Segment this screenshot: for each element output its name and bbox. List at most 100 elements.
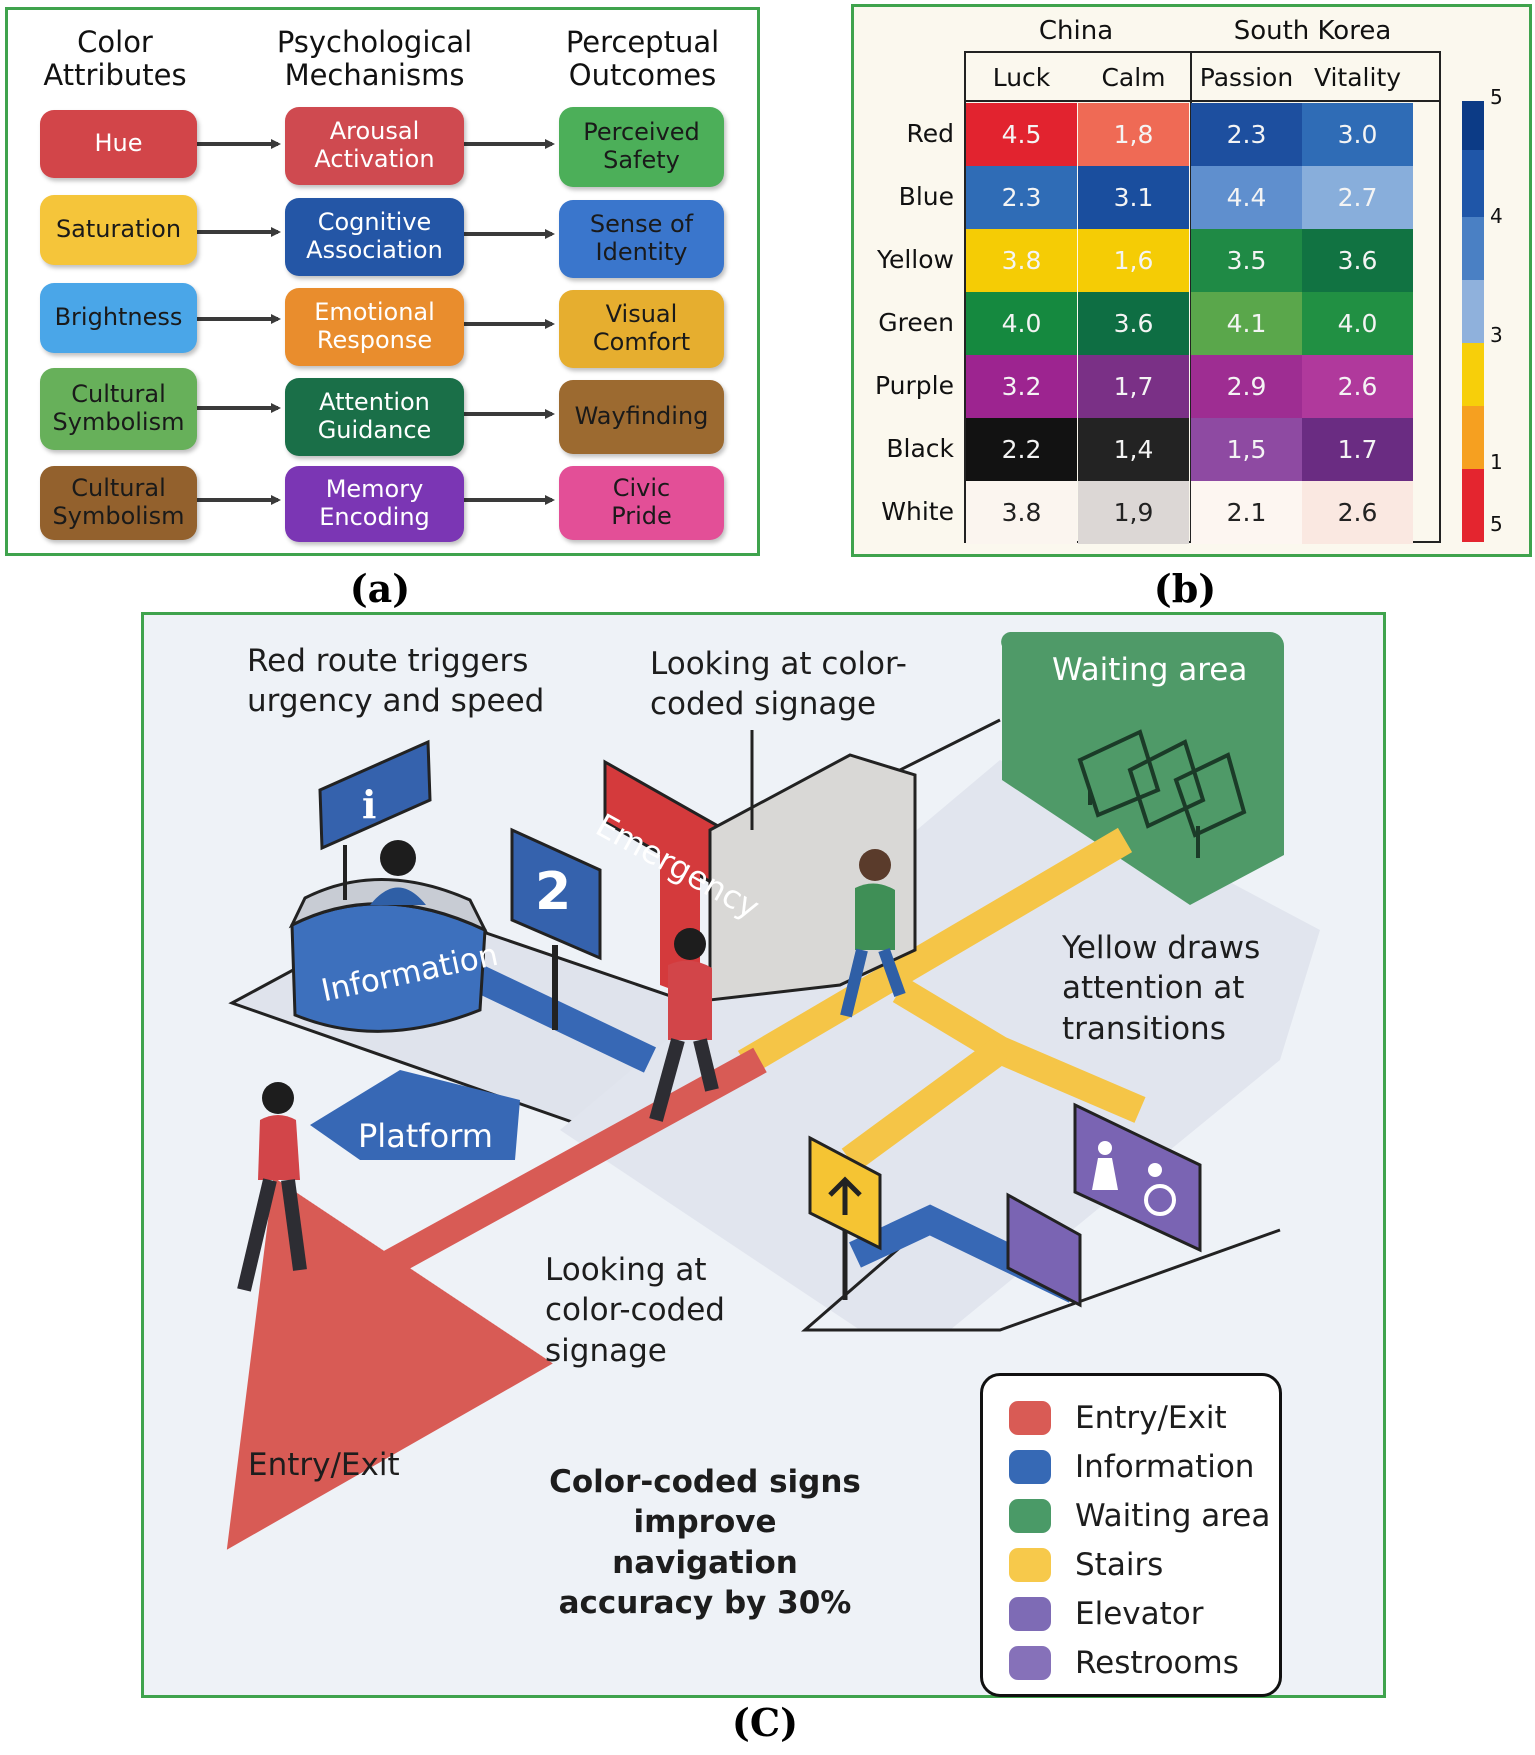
heatmap-cell: 2.6 [1302,355,1413,418]
heatmap-cell: 4.1 [1191,292,1302,355]
attribute-saturation: Saturation [40,195,197,265]
heatmap-cell: 3.5 [1191,229,1302,292]
heatmap-cell: 3.0 [1302,103,1413,166]
platform-sign-board [510,827,602,961]
outcome-perceived-safety: Perceived Safety [559,107,724,187]
group-label-china: China [1038,16,1114,46]
heatmap-cell: 1,5 [1191,418,1302,481]
attribute-cultural-symbolism-2: Cultural Symbolism [40,466,197,540]
attribute-hue: Hue [40,110,197,178]
colorbar-segment [1462,101,1484,150]
colorbar-segment [1462,217,1484,280]
heatmap-cell: 2.9 [1191,355,1302,418]
colorbar-segment [1462,150,1484,217]
header-psychological-mechanisms: Psychological Mechanisms [276,25,473,93]
header-perceptual-outcomes: Perceptual Outcomes [565,25,720,93]
floor-main [560,760,1320,1330]
annotation-red-route: Red route triggers urgency and speed [247,643,545,720]
caption-c: (C) [731,1700,799,1745]
row-label-yellow: Yellow [877,245,954,274]
legend-swatch [1009,1450,1051,1484]
colorbar-segment [1462,280,1484,343]
heatmap-cell: 1,9 [1078,481,1189,544]
waiting-area-block [1001,632,1284,905]
column-label-vitality: Vitality [1313,63,1402,92]
arrow-row-2 [196,227,555,239]
info-sign-board [318,739,432,851]
heatmap-cell: 2.3 [1191,103,1302,166]
colorbar-tick-label: 1 [1490,450,1503,474]
attribute-brightness: Brightness [40,283,197,353]
legend-item: Stairs [1009,1545,1163,1585]
arrow-row-3 [196,314,555,329]
mechanism-cognitive-association: Cognitive Association [285,198,464,276]
headline-navigation-accuracy: Color-coded signs improve navigation acc… [549,1464,861,1621]
info-sign-label: i [362,782,377,827]
staff-head [380,840,416,876]
restroom-icon [1092,1141,1176,1216]
caption-a: (a) [349,566,411,611]
legend-item: Restrooms [1009,1643,1239,1683]
heatmap-cell: 2.2 [966,418,1077,481]
heatmap-cell: 2.7 [1302,166,1413,229]
row-label-green: Green [878,308,954,337]
platform-floor-label: Platform [358,1117,493,1155]
colorbar-segment [1462,406,1484,469]
mechanism-attention-guidance: Attention Guidance [285,378,464,456]
annotation-looking-top: Looking at color- coded signage [650,646,907,723]
heatmap-cell: 4.5 [966,103,1077,166]
column-label-passion: Passion [1199,63,1294,92]
outcome-visual-comfort: Visual Comfort [559,290,724,368]
row-label-black: Black [886,434,954,463]
staff-body [370,887,426,905]
annotation-looking-mid: Looking at color-coded signage [545,1252,725,1369]
mechanism-arousal-activation: Arousal Activation [285,107,464,185]
legend-item: Entry/Exit [1009,1398,1227,1438]
colorbar-tick-label: 5 [1490,512,1503,536]
legend-item: Information [1009,1447,1254,1487]
legend-label: Waiting area [1075,1498,1271,1534]
colorbar-segment [1462,343,1484,406]
platform-number-label: 2 [535,862,572,922]
colorbar [1462,101,1484,542]
heatmap-cell: 1,4 [1078,418,1189,481]
heatmap-cell: 4.0 [966,292,1077,355]
legend-swatch [1009,1597,1051,1631]
column-label-luck: Luck [992,63,1051,92]
arrow-row-4 [196,403,555,419]
row-label-purple: Purple [875,371,954,400]
waiting-area-label: Waiting area [1052,652,1248,688]
caption-b: (b) [1153,566,1217,611]
mechanism-emotional-response: Emotional Response [285,288,464,366]
legend-item: Elevator [1009,1594,1203,1634]
info-desk-top [288,878,489,934]
person-entering [237,1082,307,1292]
heatmap-cell: 1,7 [1078,355,1189,418]
legend-swatch [1009,1499,1051,1533]
mechanism-memory-encoding: Memory Encoding [285,466,464,542]
attribute-cultural-symbolism-1: Cultural Symbolism [40,368,197,450]
colorbar-segment [1462,469,1484,542]
heatmap-cell: 3.8 [966,481,1077,544]
heatmap-cell: 3.1 [1078,166,1189,229]
row-label-white: White [881,497,954,526]
outcome-civic-pride: Civic Pride [559,466,724,540]
heatmap-cell: 2.1 [1191,481,1302,544]
column-label-calm: Calm [1101,63,1166,92]
arrow-up-icon [828,1176,862,1215]
legend-item: Waiting area [1009,1496,1270,1536]
row-label-blue: Blue [898,182,954,211]
legend-label: Entry/Exit [1075,1400,1227,1436]
heatmap-cell: 3.8 [966,229,1077,292]
row-label-red: Red [906,119,955,148]
legend-label: Stairs [1075,1547,1164,1583]
annotation-entry-exit: Entry/Exit [248,1447,400,1483]
red-route [226,1047,767,1550]
heatmap-cell: 1.7 [1302,418,1413,481]
legend-label: Information [1075,1449,1255,1485]
heatmap-cell: 1,6 [1078,229,1189,292]
panel-a-frame [5,7,760,556]
yellow-route [737,827,1133,1076]
